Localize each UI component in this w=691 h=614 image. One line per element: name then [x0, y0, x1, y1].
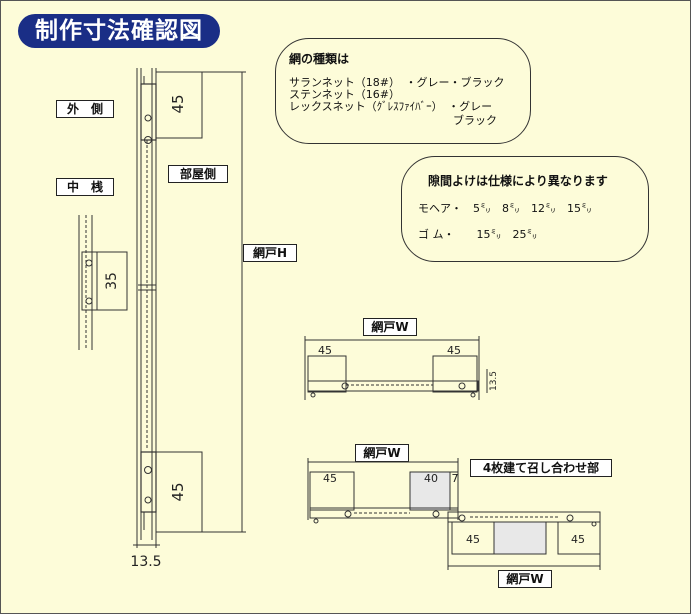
width-1-left-45-box — [307, 355, 347, 393]
net-type-stainless: ステンネット（16#） — [289, 88, 400, 101]
net-types-heading: 網の種類は — [289, 52, 350, 66]
base-13-5-text: 13.5 — [130, 554, 161, 570]
width-1-side-text: 13.5 — [489, 371, 499, 391]
net-width-label-3: 網戸W — [498, 570, 552, 588]
net-type-rex: レックスネット（ｸﾞﾚｽﾌｧｲﾊﾞｰ） ・グレー — [289, 100, 493, 113]
width-2-mid-text: 40 — [424, 472, 438, 485]
width-2-left-45-box — [309, 471, 355, 511]
width-3-hatched-box — [493, 521, 547, 555]
width-2-seven-text: 7 — [452, 472, 459, 485]
gap-note-mohair: モヘア・ 5㍉ 8㍉ 12㍉ 15㍉ — [418, 202, 592, 215]
width-1-right-45-box — [432, 355, 478, 393]
net-type-saran: サランネット（18#） ・グレー・ブラック — [289, 76, 505, 89]
net-height-label: 網戸H — [243, 244, 297, 262]
bottom-roller — [144, 466, 152, 474]
width-2-frame — [309, 507, 459, 519]
gap-note-bubble — [401, 156, 649, 262]
width-3-right-text: 45 — [571, 533, 585, 546]
outside-label: 外 側 — [56, 100, 114, 118]
mullion-35-dimension-box — [96, 251, 128, 311]
width-1-right-text: 45 — [447, 344, 461, 357]
width-3-left-text: 45 — [466, 533, 480, 546]
net-type-black: ブラック — [453, 114, 497, 127]
gap-note-heading: 隙間よけは仕様により異なります — [428, 174, 608, 188]
net-types-bubble — [275, 38, 531, 144]
bottom-45-text: 45 — [169, 482, 187, 501]
mullion-label: 中 桟 — [56, 178, 114, 196]
width-1-frame — [307, 380, 479, 392]
top-frame-block — [140, 83, 157, 141]
top-roller — [144, 136, 152, 144]
width-2-seven-box — [449, 471, 459, 511]
top-screw — [144, 114, 152, 122]
top-45-text: 45 — [169, 94, 187, 113]
gap-note-rubber: ゴ ム・ 15㍉ 25㍉ — [418, 228, 538, 241]
width-1-left-text: 45 — [318, 344, 332, 357]
room-side-label: 部屋側 — [168, 165, 228, 183]
width-2-left-text: 45 — [323, 472, 337, 485]
four-panel-label: 4枚建て召し合わせ部 — [470, 459, 612, 477]
bottom-screw — [144, 496, 152, 504]
page-title: 制作寸法確認図 — [18, 14, 220, 48]
net-width-label-2: 網戸W — [355, 444, 409, 462]
net-width-label-1: 網戸W — [363, 318, 417, 336]
width-2-mid-40-box — [409, 471, 451, 511]
mullion-block — [81, 251, 98, 311]
mid-35-text: 35 — [104, 272, 120, 290]
